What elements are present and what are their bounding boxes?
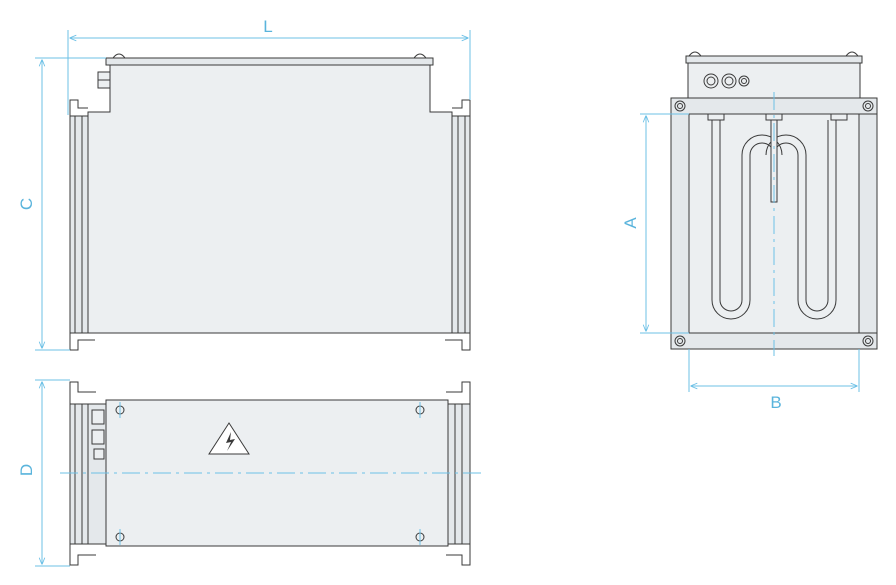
front-body <box>87 64 453 334</box>
dimension-label-B: B <box>770 393 781 412</box>
dimension-label-A: A <box>621 217 640 229</box>
heating-element <box>711 120 837 320</box>
top-left-flange <box>69 403 89 545</box>
lid-screw-left <box>112 53 126 59</box>
dimension-A: A <box>621 113 689 334</box>
dimension-D: D <box>17 379 70 567</box>
terminal-lid <box>105 57 434 66</box>
dimension-label-L: L <box>263 17 272 36</box>
top-right-flange <box>447 403 471 545</box>
right-flange <box>451 115 471 334</box>
gland-1 <box>91 409 105 425</box>
left-flange <box>69 115 89 334</box>
dimension-L: L <box>67 17 471 115</box>
gland-2 <box>91 429 105 445</box>
dimension-C: C <box>17 57 106 351</box>
top-view <box>60 381 485 566</box>
dimension-B: B <box>688 349 860 412</box>
dimension-label-C: C <box>17 198 36 210</box>
lid-screw-right <box>413 53 427 59</box>
gland-3 <box>93 448 105 460</box>
side-view <box>670 51 878 356</box>
front-view <box>69 53 471 351</box>
dimension-label-D: D <box>17 464 36 476</box>
high-voltage-warning-icon <box>208 422 250 455</box>
